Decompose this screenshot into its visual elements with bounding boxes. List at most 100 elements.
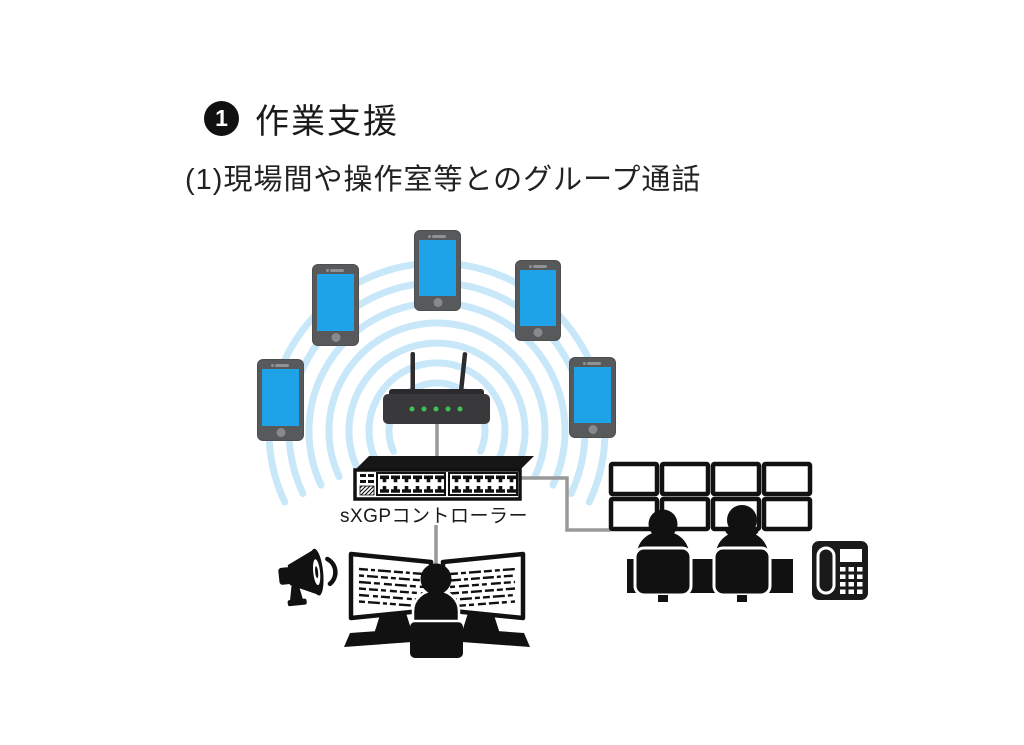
page-title: 1 作業支援 [204,94,399,143]
dual-monitor-workstation-icon [344,551,530,658]
phone-speaker [330,269,345,272]
phone-keypad [840,567,863,594]
phone-screen [419,240,456,296]
text-line [358,574,425,582]
screen-text-lines [358,567,516,608]
led [421,406,427,412]
phone-camera-dot [529,265,532,268]
chair-pedestal [737,595,747,602]
phone-screen [520,270,556,326]
megaphone-foot [287,598,307,607]
smartphone-icon [258,360,303,440]
operator-head [420,563,452,595]
phone-home-button [588,425,597,434]
video-wall [611,464,810,529]
wifi-wave [325,319,549,481]
phone-speaker [275,364,290,367]
text-line [358,580,425,589]
led [445,406,451,412]
keypad-key [857,567,863,572]
antenna-right [458,352,468,396]
wifi-wave [365,359,509,464]
phone-home-button [331,333,340,342]
keypad-key [840,582,846,587]
antenna-left [410,352,415,396]
keypad-key [848,574,854,579]
text-line [449,574,516,582]
video-wall-monitor-icon [662,464,708,494]
panel-led [368,474,374,477]
keypad-key [857,589,863,594]
keypad-key [848,589,854,594]
status-leds [409,406,463,412]
numbered-circle-badge: 1 [204,101,239,136]
megaphone-mouth [278,567,292,585]
text-line [358,600,419,608]
smartphone-icon [415,231,460,310]
phone-screen [262,369,299,426]
office-chair-icon [633,546,693,597]
control-room [611,464,868,602]
sxgp-controller-label: sXGPコントローラー [339,506,529,527]
operator-torso [410,622,463,658]
chair-pedestal [658,595,668,602]
phone-display [840,549,862,562]
text-line [449,593,516,602]
cable-switch-to-video-wall [521,476,611,532]
operator-shoulders [411,588,461,623]
phone-camera-dot [428,235,431,238]
keypad-key [840,589,846,594]
phone-camera-dot [583,362,586,365]
keypad-key [840,567,846,572]
led [409,406,415,412]
smartphone-icon [516,261,560,340]
led [457,406,463,412]
keypad-key [848,582,854,587]
megaphone-handle [289,583,304,604]
person-head [648,509,678,539]
led [433,406,439,412]
panel-led [368,480,374,483]
page-title-text: 作業支援 [255,103,399,141]
network-switch-icon [353,456,534,501]
video-wall-monitor-icon [611,464,657,494]
phone-camera-dot [271,364,274,367]
keypad-key [857,582,863,587]
text-line [358,567,425,576]
phone-camera-dot [326,269,329,272]
phone-speaker [432,235,447,238]
office-chair-icon [712,546,772,597]
smartphone-icon [313,265,358,345]
smartphone-icon [570,358,615,437]
text-line [449,580,516,589]
text-line [449,567,516,576]
keypad-key [857,574,863,579]
megaphone-icon [278,548,338,607]
switch-left-panel [359,474,375,496]
video-wall-monitor-icon [764,464,810,494]
wifi-wave [345,339,529,472]
monitor-stand-base [344,628,426,647]
page-subtitle: (1)現場間や操作室等とのグループ通話 [185,164,702,196]
phone-speaker [587,362,602,365]
operator-person-icon [410,563,463,658]
office-chairs [633,546,772,602]
panel-vents [359,485,375,496]
phone-home-button [533,328,543,337]
phone-screen [574,367,611,423]
wireless-access-point-icon [383,352,490,424]
phone-speaker [532,265,547,268]
phone-home-button [276,428,285,437]
video-wall-monitor-icon [764,499,810,529]
megaphone-bell-core [315,566,319,579]
phone-screen [317,274,354,331]
monitor-stand-base [448,628,530,647]
person-hair [725,524,759,538]
keypad-key [840,574,846,579]
panel-led [360,474,366,477]
monitor-stands [344,613,530,647]
switch-top [355,456,534,470]
keypad-key [848,567,854,572]
